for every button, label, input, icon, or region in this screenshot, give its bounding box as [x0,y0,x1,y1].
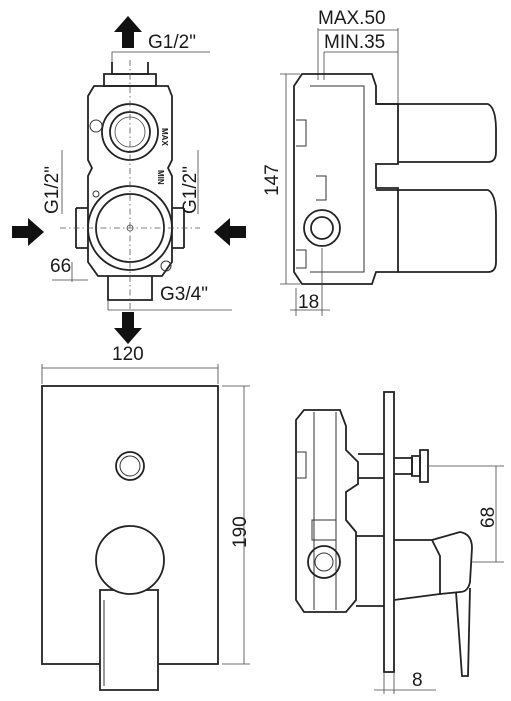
outlet-spacing-label: 68 [478,507,499,528]
side-offset-label: 66 [50,256,71,277]
plate-height-label: 190 [230,516,251,548]
min-marking: MIN [156,170,165,185]
plate-thickness-label: 8 [412,670,423,691]
mixer-handle [99,589,159,691]
down-arrow-icon [114,312,142,344]
cover-plate-profile [383,391,395,673]
right-inlet-thread-label: G1/2" [180,166,201,214]
bottom-outlet-thread-label: G3/4" [160,284,208,305]
min-depth-label: MIN.35 [324,32,385,53]
body-spacing-label: 18 [298,292,319,313]
assembled-side-view: 68 8 [295,391,504,694]
right-arrow-icon [12,218,44,246]
top-inlet-thread-label: G1/2" [148,32,196,53]
left-inlet-thread-label: G1/2" [42,166,63,214]
max-depth-label: MAX.50 [318,8,386,29]
valve-body-side-view: MAX.50 MIN.35 147 18 [262,8,497,316]
max-marking: MAX [160,128,169,146]
left-arrow-icon [214,218,246,246]
valve-body-front-view: MAX MIN G1/2" G1/2" G1/2" 66 G3/4" [12,16,246,344]
cover-plate-front-view: 120 190 [41,344,251,691]
plate-width-label: 120 [112,344,144,365]
diverter-button [115,451,145,481]
body-height-label: 147 [262,164,283,196]
up-arrow-icon [114,16,142,48]
